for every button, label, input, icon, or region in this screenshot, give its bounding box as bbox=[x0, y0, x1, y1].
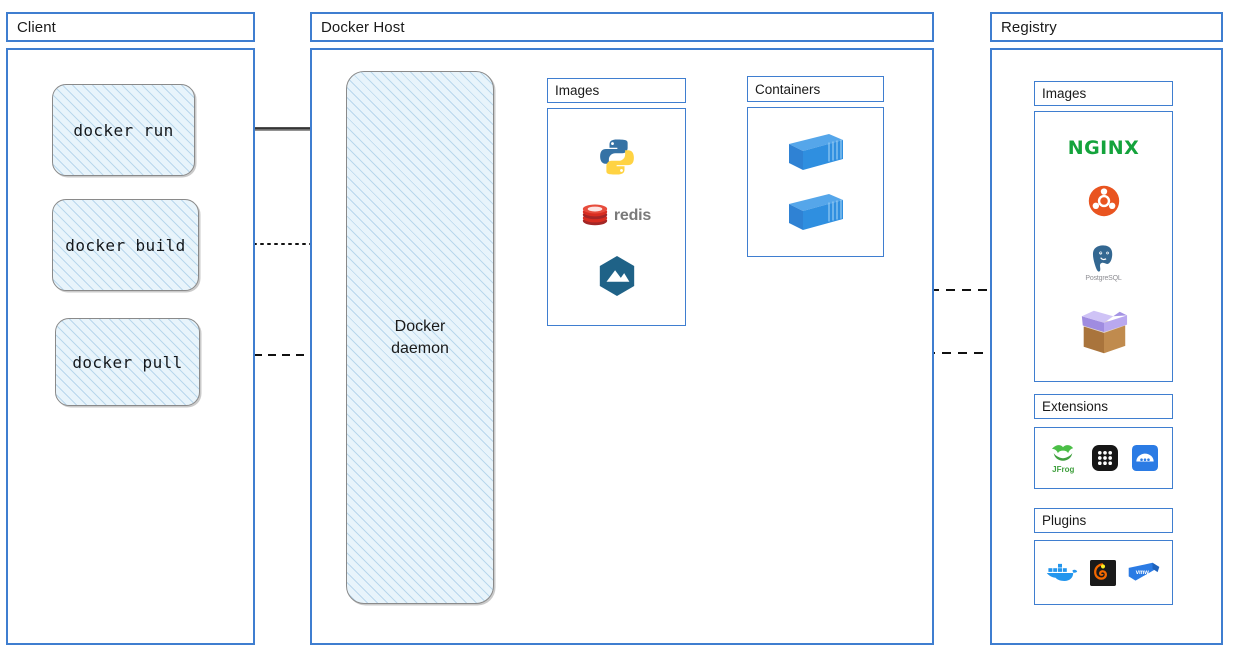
registry-plugins-title: Plugins bbox=[1034, 508, 1173, 533]
client-panel-title: Client bbox=[6, 12, 255, 42]
package-box-icon bbox=[1076, 308, 1132, 356]
grafana-logo-icon bbox=[1089, 559, 1116, 586]
redis-logo-icon bbox=[582, 205, 608, 226]
docker-host-panel-title: Docker Host bbox=[310, 12, 934, 42]
postgresql-logo-icon: PostgreSQL bbox=[1085, 243, 1122, 282]
docker-daemon-label: Docker daemon bbox=[391, 316, 449, 359]
dot-grid-app-icon bbox=[1091, 445, 1118, 471]
postgresql-label: PostgreSQL bbox=[1085, 275, 1122, 282]
registry-images-body: NGINX bbox=[1034, 111, 1173, 382]
host-images-body: redis bbox=[547, 108, 686, 326]
python-logo-icon bbox=[597, 137, 637, 177]
registry-images-title: Images bbox=[1034, 81, 1173, 106]
docker-run-box[interactable]: docker run bbox=[52, 84, 195, 176]
mattermost-logo-icon bbox=[597, 255, 637, 297]
host-images-title: Images bbox=[547, 78, 686, 103]
svg-text:vmw: vmw bbox=[1135, 569, 1149, 575]
docker-daemon-label-line1: Docker bbox=[394, 318, 446, 336]
registry-extensions-title: Extensions bbox=[1034, 394, 1173, 419]
ubuntu-logo-icon bbox=[1088, 185, 1120, 217]
blue-disk-app-icon bbox=[1131, 445, 1158, 471]
docker-daemon-label-line2: daemon bbox=[391, 339, 449, 357]
docker-daemon-box[interactable]: Docker daemon bbox=[346, 71, 494, 604]
registry-extensions-body: JFrog bbox=[1034, 427, 1173, 489]
nginx-logo-icon: NGINX bbox=[1068, 137, 1140, 159]
redis-label: redis bbox=[613, 206, 652, 224]
docker-whale-icon bbox=[1046, 561, 1078, 585]
jfrog-logo-icon: JFrog bbox=[1049, 443, 1077, 474]
container-box-icon bbox=[785, 190, 847, 234]
container-box-icon bbox=[785, 130, 847, 174]
nginx-label: NGINX bbox=[1067, 137, 1140, 159]
docker-build-label: docker build bbox=[65, 235, 186, 255]
registry-panel-title: Registry bbox=[990, 12, 1223, 42]
docker-run-label: docker run bbox=[73, 120, 174, 140]
containers-body bbox=[747, 107, 884, 257]
jfrog-label: JFrog bbox=[1052, 464, 1075, 474]
redis-logo-group: redis bbox=[582, 204, 651, 227]
registry-plugins-body: vmw bbox=[1034, 540, 1173, 605]
docker-pull-box[interactable]: docker pull bbox=[55, 318, 200, 406]
docker-build-box[interactable]: docker build bbox=[52, 199, 199, 291]
vmware-logo-icon: vmw bbox=[1127, 560, 1161, 586]
containers-title: Containers bbox=[747, 76, 884, 102]
docker-pull-label: docker pull bbox=[72, 352, 183, 372]
